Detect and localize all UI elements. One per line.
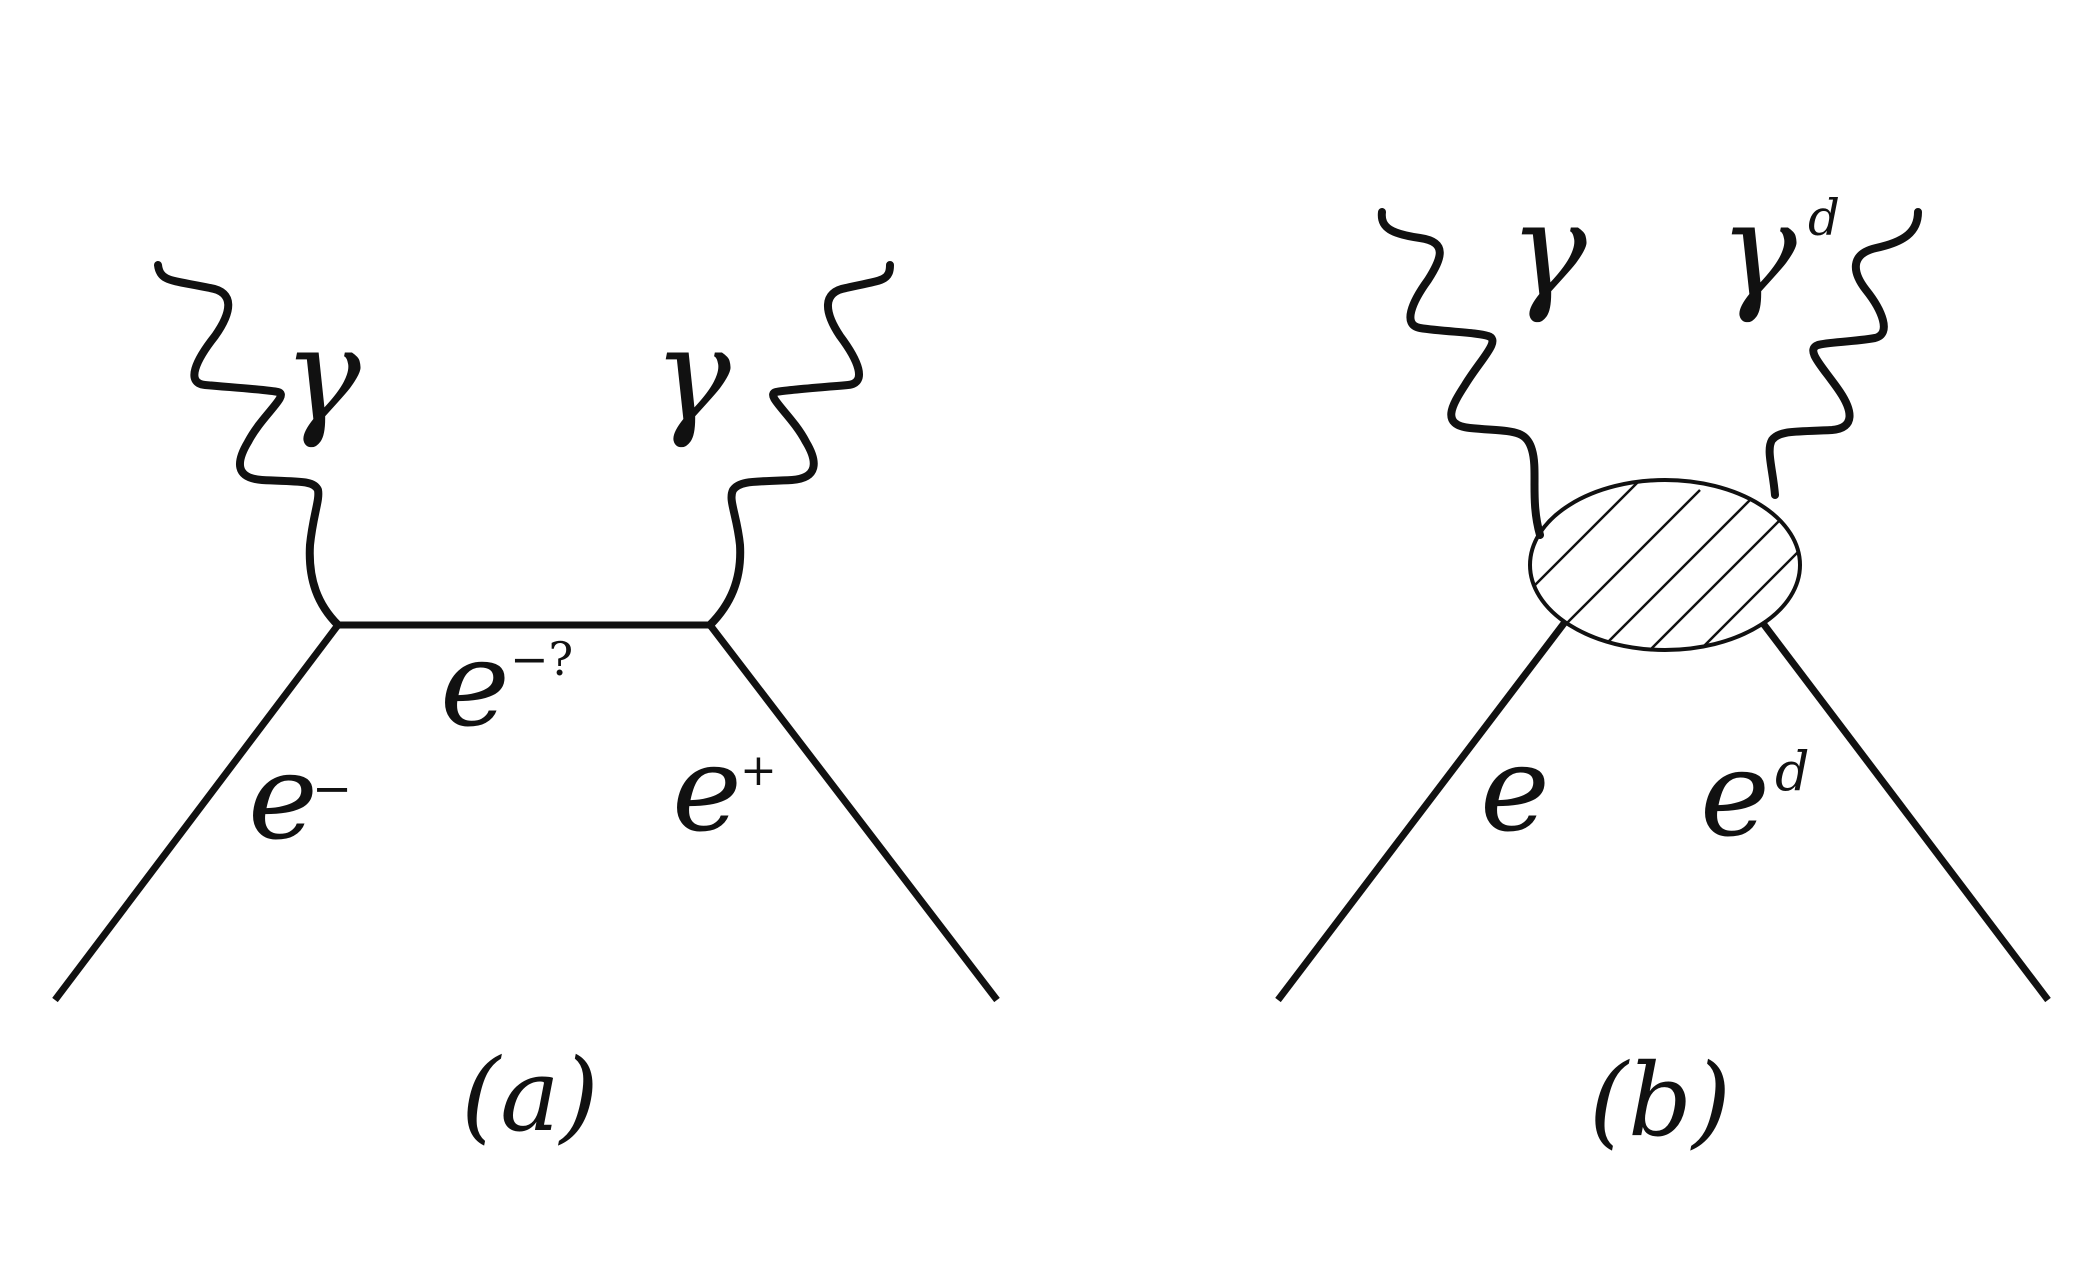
diagram-a: γ γ e −? e − e + (a) [52, 261, 1000, 1154]
blob-outline [1528, 478, 1802, 652]
propagator-superscript: −? [510, 632, 573, 686]
positron-superscript: + [740, 745, 777, 796]
fermion-right-superscript: d [1775, 740, 1810, 803]
photon-left-wavy-line [154, 261, 342, 629]
photon-left-label: γ [1509, 174, 1587, 326]
fermion-left-label: e [1480, 720, 1550, 858]
fermion-line-left [1275, 619, 1568, 1003]
interaction-blob [1528, 478, 1802, 652]
electron-label: e [248, 728, 318, 866]
propagator-label: e [440, 615, 510, 753]
photon-right-label: γ [653, 299, 731, 451]
fermion-right-label: e [1700, 725, 1770, 863]
photon-right-wavy-line [706, 261, 894, 629]
blob-hatching [1530, 480, 1800, 650]
electron-superscript: − [312, 761, 352, 817]
positron-line-incoming [707, 622, 1000, 1003]
photon-left-wavy-line [1377, 208, 1544, 539]
caption-b: (b) [1589, 1042, 1731, 1159]
positron-label: e [672, 720, 742, 858]
fermion-line-right [1759, 619, 2051, 1003]
photon-right-label: γ [1719, 174, 1797, 326]
photon-left-label: γ [283, 299, 361, 451]
diagram-b: γ γ d e e d (b) [1275, 174, 2051, 1159]
photon-right-superscript: d [1808, 189, 1840, 247]
electron-line-incoming [52, 622, 341, 1003]
caption-a: (a) [461, 1037, 599, 1154]
photon-right-wavy-line [1765, 208, 1922, 499]
